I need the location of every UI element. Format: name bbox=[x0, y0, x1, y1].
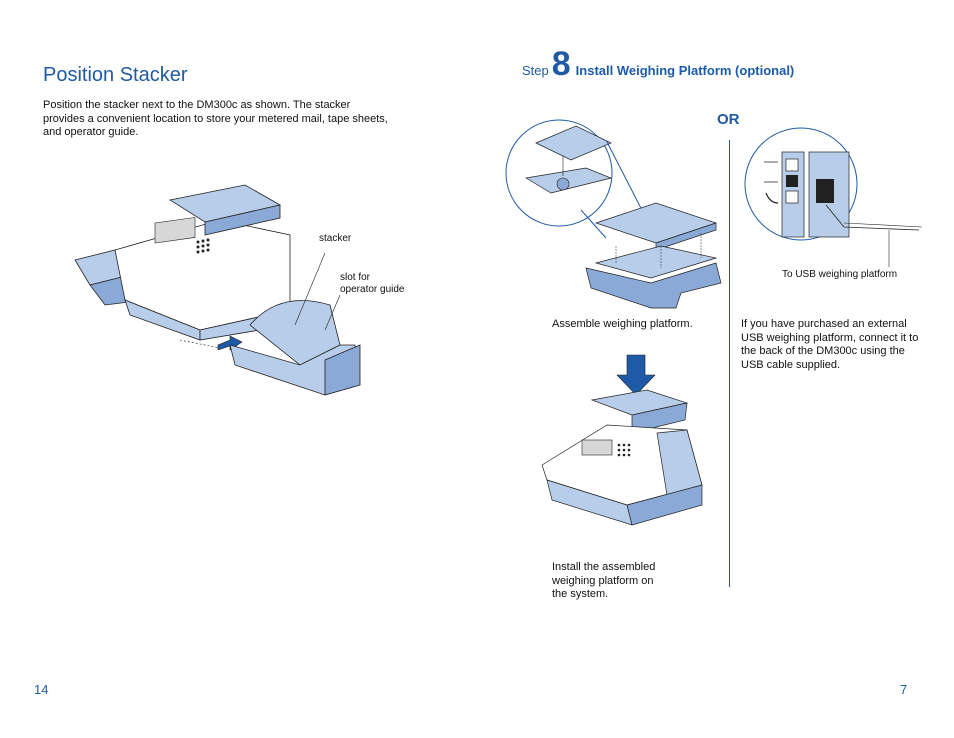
step-number: 8 bbox=[551, 45, 571, 83]
usb-paragraph: If you have purchased an external USB we… bbox=[741, 318, 919, 371]
slot-callout: slot for operator guide bbox=[340, 272, 405, 295]
stacker-illustration bbox=[74, 184, 361, 396]
install-platform-illustration bbox=[541, 354, 703, 526]
usb-label: To USB weighing platform bbox=[782, 269, 898, 280]
column-divider bbox=[729, 140, 730, 587]
step-word: Step bbox=[522, 63, 549, 78]
assemble-caption: Assemble weighing platform. bbox=[552, 318, 693, 330]
left-page-number: 14 bbox=[34, 682, 49, 697]
install-caption: Install the assembled weighing platform … bbox=[552, 561, 656, 600]
stacker-callout: stacker bbox=[319, 233, 352, 244]
assemble-platform-illustration bbox=[505, 119, 722, 309]
usb-connection-illustration bbox=[744, 127, 923, 267]
page-title: Position Stacker bbox=[43, 64, 188, 86]
step-heading: Step 8 Install Weighing Platform (option… bbox=[522, 45, 795, 83]
right-page-number: 7 bbox=[900, 682, 908, 697]
step-title: Install Weighing Platform (optional) bbox=[575, 63, 795, 78]
or-label: OR bbox=[717, 111, 740, 128]
intro-paragraph: Position the stacker next to the DM300c … bbox=[43, 99, 388, 138]
